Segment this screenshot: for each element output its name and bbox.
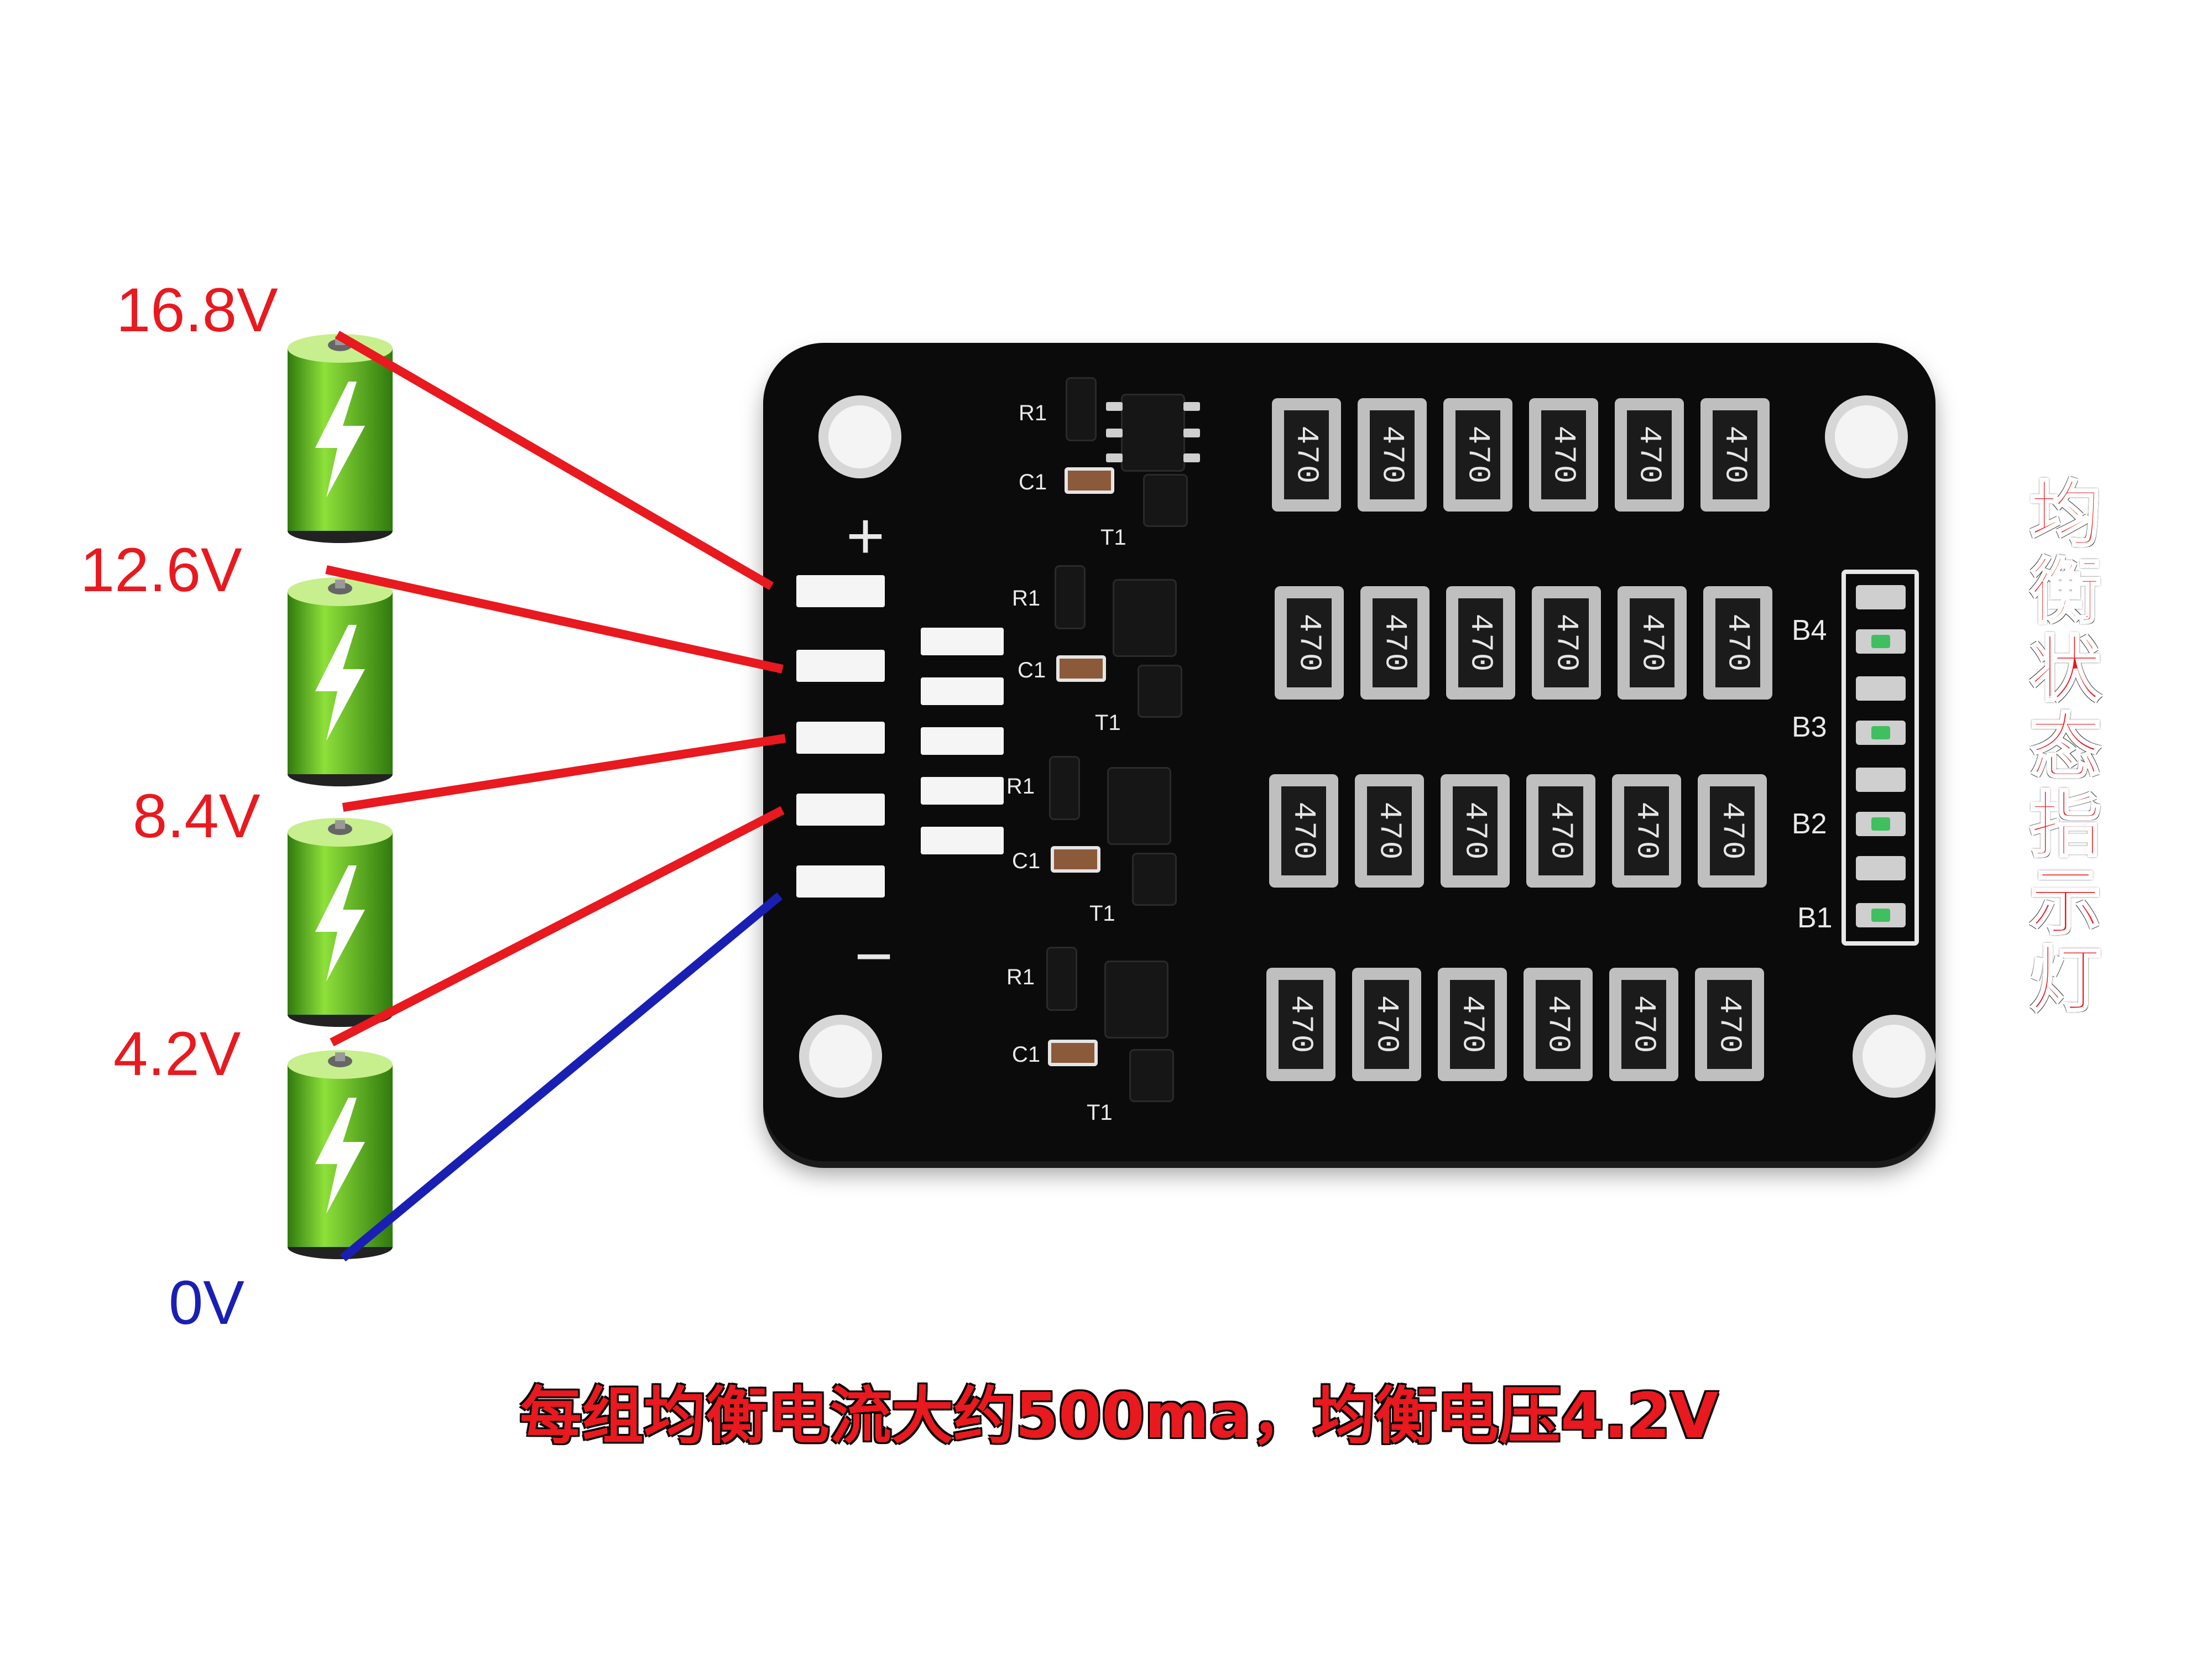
load-resistor: 470 — [1529, 398, 1598, 512]
load-resistor: 470 — [1618, 586, 1687, 700]
c1-capacitor — [1048, 1040, 1098, 1066]
mounting-hole — [1825, 395, 1908, 478]
led-b4-indicator — [1856, 629, 1906, 654]
load-resistor: 470 — [1703, 586, 1772, 700]
load-resistor: 470 — [1358, 398, 1427, 512]
load-resistor: 470 — [1695, 968, 1764, 1081]
label-r1: R1 — [1019, 401, 1047, 425]
load-resistor: 470 — [1700, 398, 1770, 512]
battery-icon — [288, 577, 393, 786]
battery-icon — [288, 334, 393, 543]
wire-4-2v — [330, 806, 785, 1047]
c1-capacitor — [1065, 467, 1114, 494]
label-r1: R1 — [1006, 774, 1035, 799]
label-t1: T1 — [1087, 1100, 1113, 1125]
balance-board: + − R1 C1 T1 470 470 470 470 470 470 R1 … — [763, 343, 1936, 1161]
load-resistor: 470 — [1526, 774, 1595, 888]
wire-0v — [340, 892, 783, 1262]
transistor-t1 — [1134, 854, 1175, 904]
mosfet-chip — [1109, 769, 1170, 843]
battery-icon — [288, 1050, 393, 1259]
solder-pad — [921, 628, 1004, 655]
voltage-label-4-2v: 4.2V — [113, 1019, 241, 1088]
transistor-t1 — [1145, 476, 1186, 525]
load-resistor: 470 — [1269, 774, 1338, 888]
input-pad-b1 — [796, 794, 885, 826]
load-resistor: 470 — [1524, 968, 1593, 1081]
input-pad-ground — [796, 865, 885, 898]
led-resistor — [1856, 585, 1906, 609]
channel-label-b4: B4 — [1792, 614, 1827, 646]
led-resistor — [1856, 856, 1906, 880]
label-t1: T1 — [1095, 711, 1121, 735]
mounting-hole — [1853, 1015, 1936, 1098]
voltage-label-12-6v: 12.6V — [80, 535, 242, 604]
voltage-label-16-8v: 16.8V — [116, 275, 278, 345]
balance-status-indicator-label: 均 衡 状 态 指 示 灯 — [2028, 472, 2103, 1022]
mosfet-chip — [1114, 581, 1175, 655]
label-t1: T1 — [1100, 525, 1126, 550]
load-resistor: 470 — [1441, 774, 1510, 888]
load-resistor: 470 — [1266, 968, 1335, 1081]
led-resistor — [1856, 768, 1906, 792]
load-resistor: 470 — [1352, 968, 1421, 1081]
c1-capacitor — [1056, 655, 1106, 682]
voltage-label-0v: 0V — [169, 1268, 244, 1337]
caption-text: 每组均衡电流大约500ma，均衡电压4.2V — [520, 1380, 1719, 1452]
input-pad-b2 — [796, 722, 885, 754]
load-resistor: 470 — [1438, 968, 1507, 1081]
r1-resistor — [1051, 758, 1078, 818]
label-c1: C1 — [1019, 470, 1047, 494]
channel-label-b2: B2 — [1792, 808, 1827, 840]
load-resistor: 470 — [1612, 774, 1681, 888]
label-r1: R1 — [1012, 586, 1041, 611]
load-resistor: 470 — [1532, 586, 1601, 700]
led-indicator-strip — [1841, 570, 1919, 946]
r1-resistor — [1048, 948, 1076, 1009]
plus-marking: + — [846, 499, 885, 573]
load-resistor: 470 — [1615, 398, 1684, 512]
solder-pad — [921, 827, 1004, 854]
minus-marking: − — [854, 919, 894, 993]
transistor-t1 — [1131, 1051, 1172, 1100]
c1-capacitor — [1051, 846, 1100, 873]
led-b3-indicator — [1856, 721, 1906, 745]
solder-pad — [921, 777, 1004, 805]
load-resistor: 470 — [1443, 398, 1512, 512]
led-b2-indicator — [1856, 812, 1906, 836]
mosfet-chip — [1106, 962, 1167, 1037]
wire-16-8v — [335, 331, 774, 590]
load-resistor: 470 — [1275, 586, 1344, 700]
load-resistor: 470 — [1355, 774, 1424, 888]
transistor-t1 — [1139, 666, 1181, 716]
load-resistor: 470 — [1698, 774, 1767, 888]
solder-pad — [921, 727, 1004, 755]
channel-label-b1: B1 — [1797, 902, 1833, 934]
mounting-hole — [799, 1015, 882, 1098]
label-c1: C1 — [1018, 658, 1046, 682]
label-t1: T1 — [1089, 901, 1115, 926]
label-r1: R1 — [1006, 965, 1035, 989]
input-pad-b4-plus — [796, 575, 885, 607]
load-resistor: 470 — [1360, 586, 1430, 700]
load-resistor: 470 — [1272, 398, 1341, 512]
label-c1: C1 — [1012, 849, 1041, 873]
voltage-label-8-4v: 8.4V — [133, 781, 260, 851]
load-resistor: 470 — [1446, 586, 1515, 700]
led-resistor — [1856, 676, 1906, 701]
r1-resistor — [1067, 379, 1095, 440]
wire-8-4v — [342, 734, 786, 812]
input-pad-b3 — [796, 650, 885, 682]
r1-resistor — [1056, 567, 1084, 628]
led-b1-indicator — [1856, 903, 1906, 927]
label-c1: C1 — [1012, 1042, 1041, 1067]
mounting-hole — [818, 395, 901, 478]
mosfet-chip — [1106, 395, 1200, 470]
channel-label-b3: B3 — [1792, 711, 1827, 743]
load-resistor: 470 — [1609, 968, 1678, 1081]
battery-icon — [288, 818, 393, 1027]
solder-pad — [921, 677, 1004, 705]
